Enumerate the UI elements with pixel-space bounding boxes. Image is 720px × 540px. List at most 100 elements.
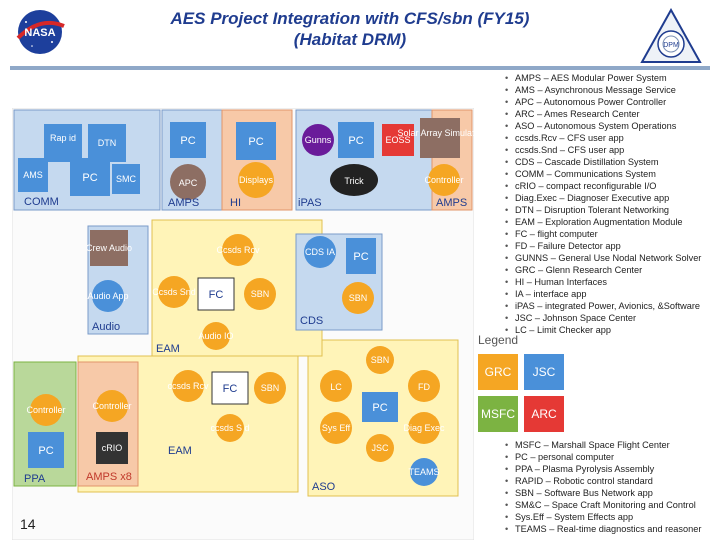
eoss-node (382, 124, 414, 156)
fc-b-label: FC (223, 383, 238, 395)
pc-comm-node (70, 158, 110, 196)
legend-swatch-grc (478, 354, 518, 390)
apc-node (170, 164, 206, 200)
audio-group-label: Audio (92, 321, 120, 333)
acronym-item: FD – Failure Detector app (505, 240, 701, 252)
acronym-item: ccsds.Rcv – CFS user app (505, 132, 701, 144)
controller-amps-node (428, 164, 460, 196)
crio-node (96, 432, 128, 464)
controller-ppa-label: Controller (26, 405, 65, 415)
crew-audio-node (90, 230, 128, 266)
teams-label: TEAMS (408, 467, 439, 477)
acronym-item: Sys.Eff – System Effects app (505, 511, 701, 523)
acronym-item: RAPID – Robotic control standard (505, 475, 701, 487)
legend-title: Legend (478, 333, 519, 347)
acronym-item: cRIO – compact reconfigurable I/O (505, 180, 701, 192)
smc-node (112, 164, 140, 194)
acronym-item: TEAMS – Real-time diagnostics and reason… (505, 523, 701, 535)
ccsds-rcv-b-label: ccsds Rcv (167, 381, 209, 391)
displays-label: Displays (239, 175, 274, 185)
acronym-item: DTN – Disruption Tolerant Networking (505, 204, 701, 216)
cds-ia-label: CDS IA (305, 247, 335, 257)
architecture-diagram: Rap id DTN AMS PC SMC COMM PC APC AMPS P… (12, 108, 474, 540)
pc-hi-node (236, 122, 276, 160)
ccsds-snd-b-node (216, 414, 244, 442)
sbn-cds-node (342, 282, 374, 314)
legend-swatch-msfc (478, 396, 518, 432)
legend-label-arc: ARC (531, 407, 557, 421)
acronym-item: ASO – Autonomous System Operations (505, 120, 701, 132)
sbn-aso-label: SBN (371, 355, 390, 365)
audio-io-label: Audio IO (198, 331, 233, 341)
hi-group-label: HI (230, 197, 241, 209)
acronym-item: GRC – Glenn Research Center (505, 264, 701, 276)
amps-x8-group-label: AMPS x8 (86, 471, 132, 483)
ccsds-rcv-eam-label: Ccsds Rcv (216, 245, 260, 255)
eam-bottom-group-label: EAM (168, 445, 192, 457)
acronym-item: FC – flight computer (505, 228, 701, 240)
ams-label: AMS (23, 170, 43, 180)
aso-group-label: ASO (312, 481, 336, 493)
pc-comm-label: PC (82, 172, 97, 184)
solar-array-label: Solar Array Simulator (397, 128, 474, 138)
fc-b-node (211, 371, 249, 405)
legend-swatch-arc (524, 396, 564, 432)
sbn-b-node (254, 372, 286, 404)
pc-ppa-node (28, 432, 64, 468)
dtn-node (88, 124, 126, 162)
ccsds-rcv-eam-node (222, 234, 254, 266)
page-number: 14 (20, 516, 36, 532)
pc-ipas-node (338, 122, 374, 158)
apc-label: APC (179, 178, 198, 188)
pc-aso-node (362, 392, 398, 422)
acronym-item: SBN – Software Bus Network app (505, 487, 701, 499)
legend-label-msfc: MSFC (481, 407, 515, 421)
pc-ppa-label: PC (38, 445, 53, 457)
acronym-list-bottom: MSFC – Marshall Space Flight CenterPC – … (505, 439, 701, 535)
lc-label: LC (330, 382, 342, 392)
pc-cds-node (346, 238, 376, 274)
legend-label-grc: GRC (485, 365, 512, 379)
displays-node (238, 162, 274, 198)
cds-group-label: CDS (300, 315, 323, 327)
pc-cds-label: PC (353, 251, 368, 263)
fd-label: FD (418, 382, 430, 392)
syseff-label: Sys Eff (322, 423, 351, 433)
diagexec-label: Diag Exec (403, 423, 445, 433)
nasa-logo: NASA (16, 10, 65, 54)
rapid-node (44, 124, 82, 162)
fd-node (408, 370, 440, 402)
audio-app-node (92, 280, 124, 312)
ccsds-rcv-b-node (172, 370, 204, 402)
smc-label: SMC (116, 174, 137, 184)
acronym-item: ARC – Ames Research Center (505, 108, 701, 120)
diagexec-node (408, 412, 440, 444)
audio-io-node (202, 322, 230, 350)
gunns-node (302, 124, 334, 156)
ams-node (18, 158, 48, 192)
acronym-list-top: AMPS – AES Modular Power SystemAMS – Asy… (505, 72, 701, 336)
legend-label-jsc: JSC (533, 365, 556, 379)
jsc-aso-label: JSC (371, 443, 389, 453)
dpm-logo: DPM (640, 8, 702, 63)
amps-right-group-label: AMPS (436, 197, 467, 209)
comm-group-label: COMM (24, 196, 59, 208)
nasa-logo-text: NASA (24, 27, 55, 39)
legend-swatch-jsc (524, 354, 564, 390)
controller-x8-label: Controller (92, 401, 131, 411)
acronym-item: iPAS – integrated Power, Avionics, &Soft… (505, 300, 701, 312)
amps-top-group-label: AMPS (168, 197, 199, 209)
crew-audio-label: Crew Audio (86, 243, 132, 253)
gunns-label: Gunns (305, 135, 332, 145)
pc-hi-label: PC (248, 136, 263, 148)
sbn-aso-node (366, 346, 394, 374)
acronym-item: IA – interface app (505, 288, 701, 300)
crio-label: cRIO (102, 443, 123, 453)
pc-ipas-label: PC (348, 135, 363, 147)
sbn-eam-node (244, 278, 276, 310)
solar-array-node (420, 118, 460, 158)
acronym-item: AMS – Asynchronous Message Service (505, 84, 701, 96)
ppa-group-label: PPA (24, 473, 46, 485)
title-line-1: AES Project Integration with CFS/sbn (FY… (170, 9, 530, 28)
trick-label: Trick (344, 176, 364, 186)
